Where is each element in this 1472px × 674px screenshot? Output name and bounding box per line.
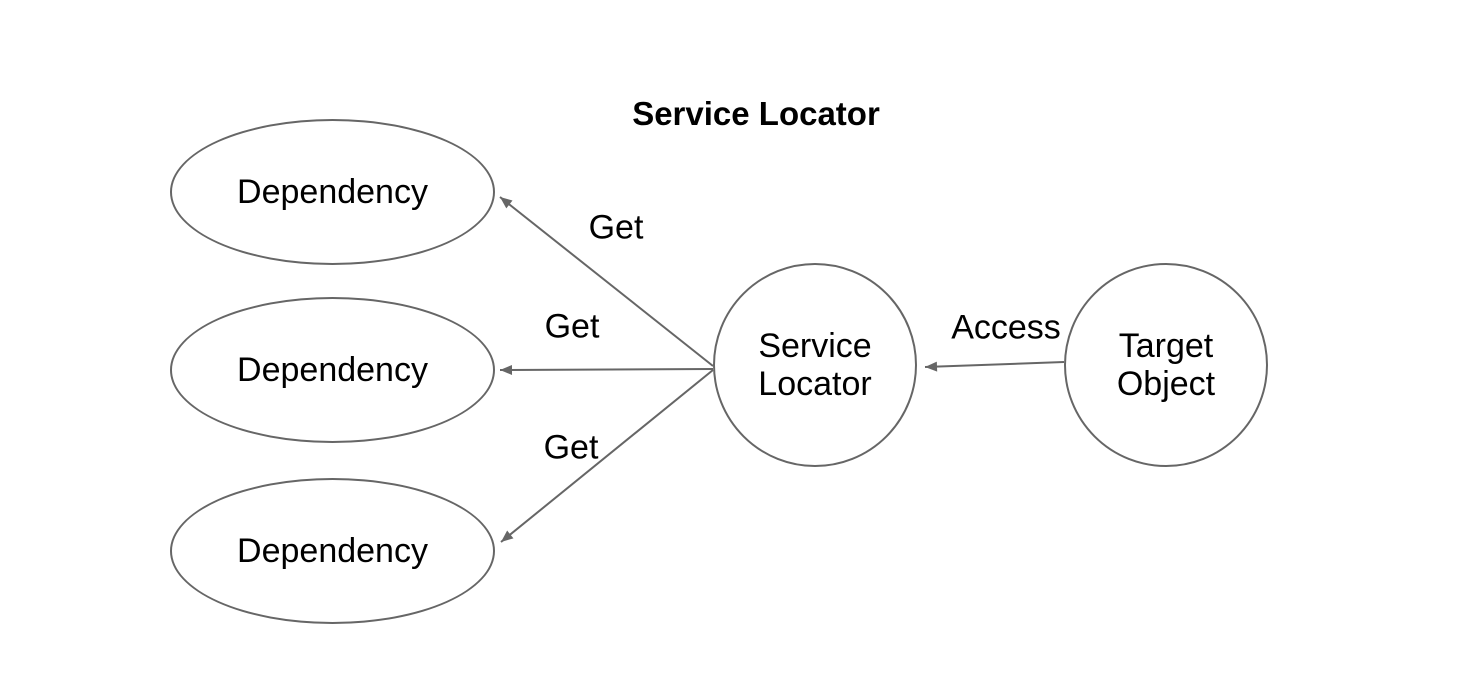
service-locator-label-line2: Locator xyxy=(758,365,872,403)
dependency-node-1-label: Dependency xyxy=(237,173,428,211)
target-object-node: Target Object xyxy=(1064,263,1268,467)
target-object-label-line2: Object xyxy=(1116,365,1216,403)
get-arrow-2 xyxy=(499,364,714,375)
service-locator-label-line1: Service xyxy=(758,327,872,365)
get-arrow-1-label: Get xyxy=(588,208,644,247)
service-locator-node: Service Locator xyxy=(713,263,917,467)
target-object-label-line1: Target xyxy=(1118,327,1214,365)
get-arrow-2-label: Get xyxy=(544,307,600,346)
get-arrow-1 xyxy=(499,196,714,367)
dependency-node-2-label: Dependency xyxy=(237,351,428,389)
dependency-node-3-label: Dependency xyxy=(237,532,428,570)
dependency-node-3: Dependency xyxy=(170,478,495,624)
access-arrow xyxy=(924,361,1065,372)
get-arrow-3 xyxy=(500,369,714,543)
diagram-title: Service Locator xyxy=(632,95,880,132)
dependency-node-2: Dependency xyxy=(170,297,495,443)
dependency-node-1: Dependency xyxy=(170,119,495,265)
access-arrow-label: Access xyxy=(951,308,1061,347)
get-arrow-3-label: Get xyxy=(543,428,599,467)
